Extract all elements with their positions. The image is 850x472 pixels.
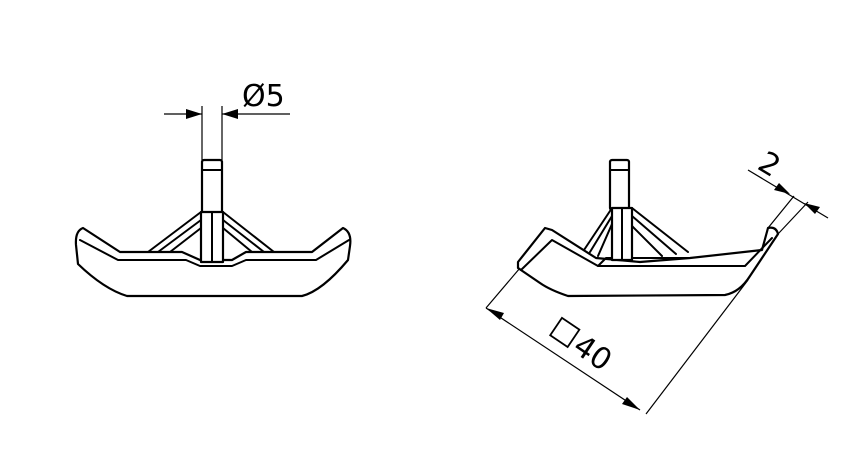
front-view-right-rib [222, 211, 275, 253]
thickness-arrow-1 [774, 183, 790, 194]
front-view-inner-rim [79, 239, 350, 267]
thickness-extension-1 [767, 195, 795, 229]
square-extension-1 [485, 267, 521, 309]
front-view-pin [200, 158, 224, 216]
thickness-extension-2 [777, 201, 809, 235]
thickness-label: 2 [752, 145, 786, 185]
front-view-left-rib [147, 211, 202, 253]
square-arrow-2 [622, 397, 640, 410]
thickness-dimension: 2 [747, 145, 829, 235]
diameter-dimension: Ø5 [164, 79, 290, 160]
square-dimension-line [485, 307, 641, 411]
iso-view-right-rib [631, 207, 689, 257]
thickness-arrow-2 [804, 203, 820, 214]
square-icon [548, 316, 581, 349]
iso-view-floor-line [597, 257, 691, 267]
diameter-label: Ø5 [242, 79, 285, 114]
square-extension-2 [645, 279, 749, 415]
iso-view-left-rib [583, 207, 613, 257]
diameter-arrow-right [222, 109, 238, 119]
front-view [74, 158, 352, 298]
iso-view-pin [608, 158, 631, 212]
iso-view-tray [516, 226, 780, 298]
square-arrow-1 [486, 308, 504, 320]
diameter-arrow-left [186, 109, 202, 119]
iso-view [516, 158, 780, 298]
